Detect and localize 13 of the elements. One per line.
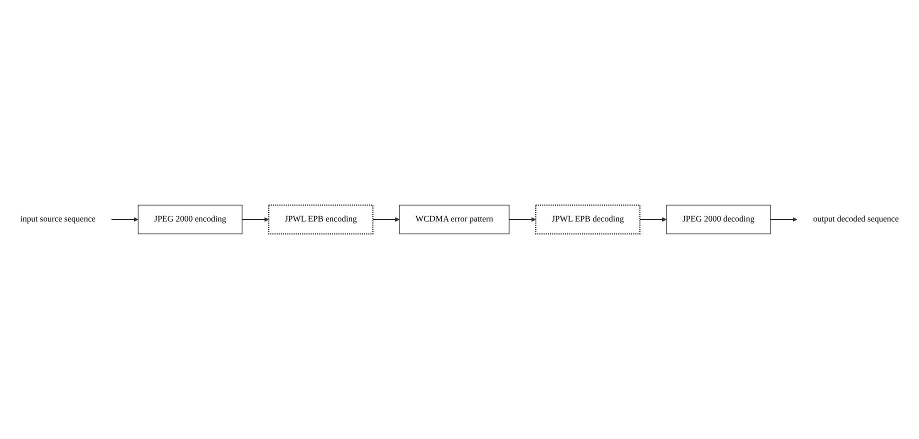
arrow <box>242 217 269 222</box>
arrow <box>770 217 798 222</box>
node-box: JPWL EPB encoding <box>268 204 374 234</box>
node-text: input source sequence <box>20 214 96 224</box>
node-box: JPEG 2000 encoding <box>138 204 242 234</box>
node-box: JPEG 2000 decoding <box>666 204 771 234</box>
arrow <box>112 217 138 222</box>
node-box: WCDMA error pattern <box>399 204 510 234</box>
arrow <box>640 217 667 222</box>
arrow <box>372 217 400 222</box>
node-text: output decoded sequence <box>813 214 899 224</box>
arrow <box>509 217 536 222</box>
node-box: JPWL EPB decoding <box>535 204 640 234</box>
